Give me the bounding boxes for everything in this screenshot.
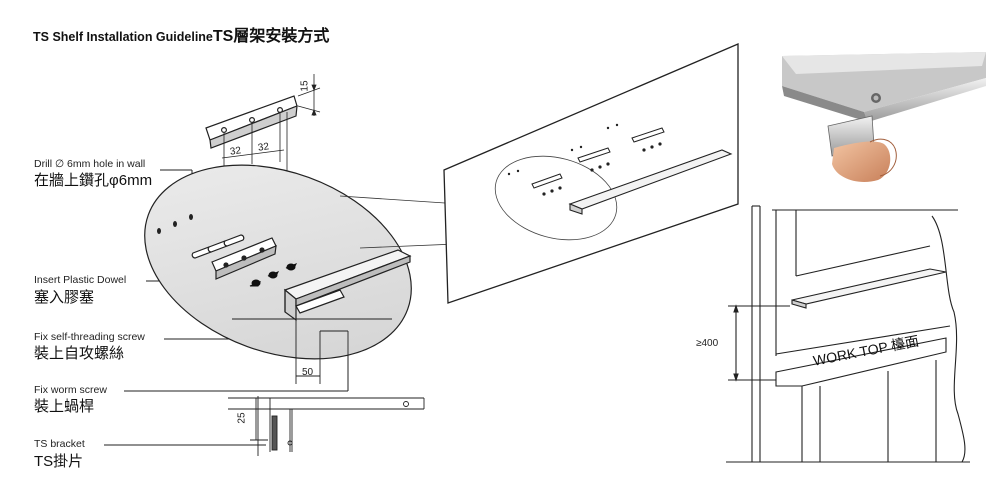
dimension-15 [297, 74, 321, 116]
panel-shelf [568, 149, 733, 215]
callout-screw-en: Fix self-threading screw [34, 331, 145, 343]
wall-panel [443, 43, 739, 304]
callout-worm-zh: 裝上蝸桿 [34, 398, 95, 415]
wall-holes [157, 214, 193, 234]
page-title: TS Shelf Installation GuidelineTS層架安裝方式 [33, 29, 329, 45]
dim-edge: 15 [299, 80, 311, 92]
dimension-32 [221, 113, 285, 166]
title-en: TS Shelf Installation Guideline [33, 30, 213, 44]
panel-screws [507, 123, 662, 196]
callout-bracket-en: TS bracket [34, 438, 85, 450]
title-zh: TS層架安裝方式 [212, 28, 330, 45]
callout-dowel-en: Insert Plastic Dowel [34, 274, 127, 286]
panel-brackets [531, 127, 665, 189]
callout-dowel-zh: 塞入膠塞 [34, 289, 95, 306]
dim-height: ≥400 [696, 338, 719, 349]
shelf-profile [283, 249, 412, 322]
product-photo [776, 52, 992, 184]
mounting-plate-detail [205, 95, 298, 149]
zoom-circle [494, 155, 618, 241]
callout-drill-zh: 在牆上鑽孔φ6mm [34, 172, 153, 189]
plastic-dowels [191, 234, 245, 259]
callout-screw-zh: 裝上自攻螺絲 [34, 345, 125, 362]
bracket-plate [211, 237, 277, 280]
callout-worm-en: Fix worm screw [34, 384, 107, 396]
dim-bracket: 25 [236, 412, 248, 424]
magnified-view [144, 164, 412, 360]
callout-bracket-zh: TS掛片 [34, 453, 84, 470]
dim-depth: 50 [302, 367, 314, 378]
dim-spacing-a: 32 [229, 145, 242, 158]
dim-spacing-b: 32 [257, 141, 270, 154]
self-threading-screws [249, 263, 298, 287]
kitchen-elevation [726, 205, 970, 463]
cross-section [228, 306, 425, 456]
callout-drill-en: Drill ∅ 6mm hole in wall [34, 158, 146, 170]
